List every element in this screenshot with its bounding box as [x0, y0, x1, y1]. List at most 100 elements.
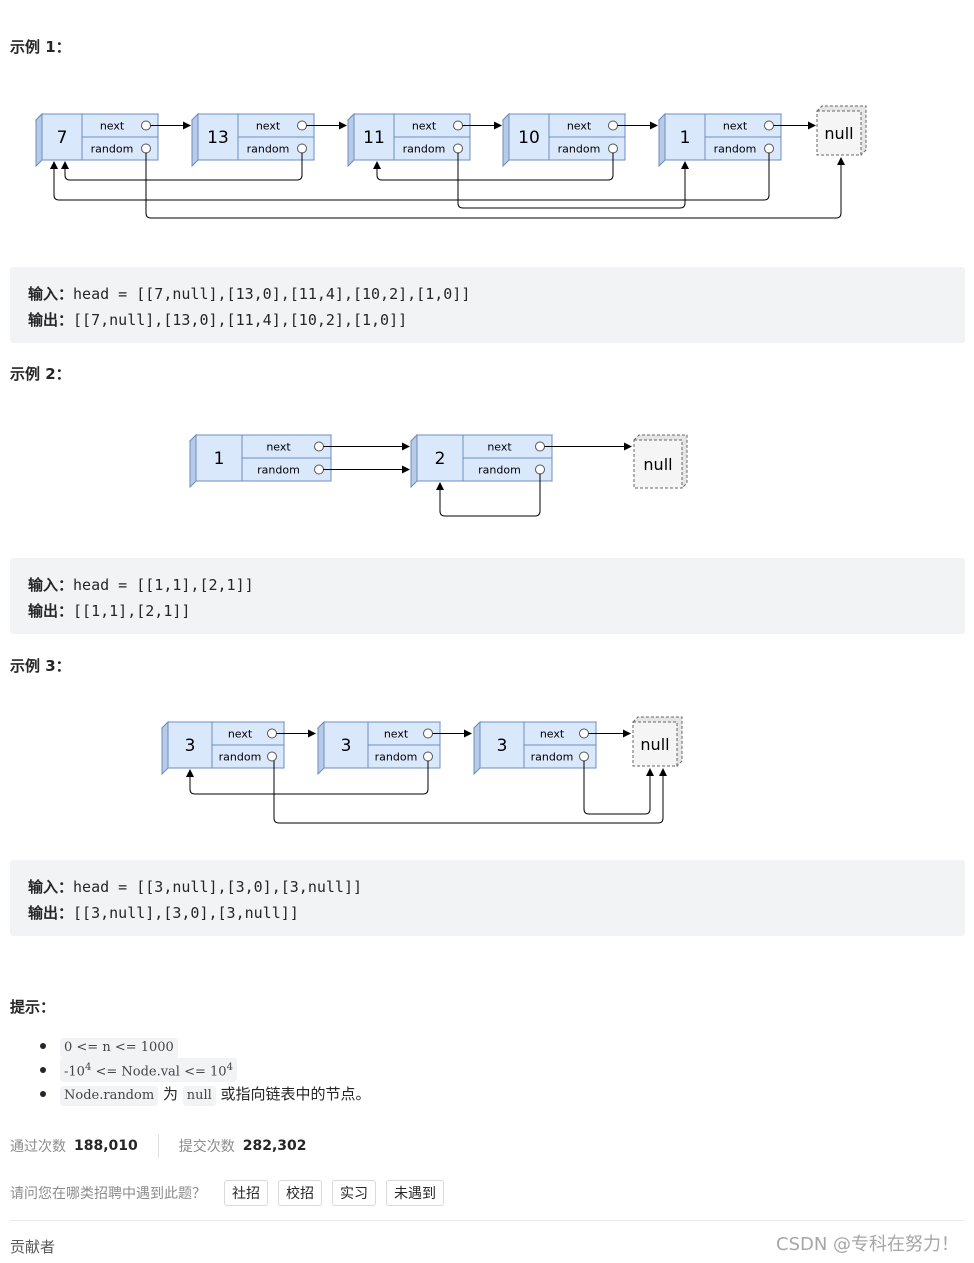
- ex2-random-label: random: [257, 464, 300, 477]
- section-divider: [10, 1220, 965, 1221]
- ex3-next-port: [579, 728, 589, 739]
- tag-internship-button[interactable]: 实习: [332, 1180, 376, 1206]
- ex3-null-box: [632, 721, 678, 767]
- ex1-next-label: next: [723, 120, 748, 133]
- ex2-node-side: [410, 433, 418, 489]
- ex1-random-label: random: [247, 143, 290, 156]
- ex1-random-label: random: [403, 143, 446, 156]
- ex1-random-arrow: [373, 152, 614, 181]
- accepted-label: 通过次数: [10, 1139, 66, 1155]
- tip-code: 0 <= n <= 1000: [60, 1038, 178, 1058]
- ex3-random-label: random: [219, 751, 262, 764]
- ex3-null-label: null: [640, 735, 669, 754]
- ex1-random-port: [453, 143, 463, 154]
- ex2-random-port: [535, 464, 545, 475]
- ex2-next-port: [535, 441, 545, 452]
- interview-source-question: 请问您在哪类招聘中遇到此题？ 社招 校招 实习 未遇到: [10, 1180, 454, 1206]
- tip-code: -104 <= Node.val <= 104: [60, 1058, 237, 1083]
- example-1-output: 输出：[[7,null],[13,0],[11,4],[10,2],[1,0]]: [28, 311, 408, 329]
- ex1-random-label: random: [91, 143, 134, 156]
- tip-code: Node.random: [60, 1086, 159, 1106]
- ex1-random-arrow: [61, 152, 303, 181]
- ex1-node-value: 1: [680, 128, 691, 148]
- ex3-next-label: next: [540, 728, 565, 741]
- example-3-code-block: 输入：head = [[3,null],[3,0],[3,null]] 输出：[…: [10, 860, 965, 936]
- ex1-random-arrow: [50, 152, 770, 201]
- ex2-random-arrow: [436, 473, 541, 517]
- ex1-node-side: [658, 112, 666, 168]
- ex1-next-port: [764, 120, 774, 131]
- ex1-node-side: [35, 112, 43, 168]
- ex1-next-label: next: [412, 120, 437, 133]
- example-1-code-block: 输入：head = [[7,null],[13,0],[11,4],[10,2]…: [10, 267, 965, 343]
- ex3-next-port: [267, 728, 277, 739]
- ex1-random-port: [608, 143, 618, 154]
- tips-title: 提示：: [10, 998, 56, 1016]
- ex2-random-label: random: [478, 464, 521, 477]
- ex3-node-side: [473, 720, 481, 776]
- submitted-label: 提交次数: [178, 1139, 235, 1155]
- example-3-input: 输入：head = [[3,null],[3,0],[3,null]]: [28, 878, 362, 896]
- ex1-node-side: [191, 112, 199, 168]
- ex1-next-port: [141, 120, 151, 131]
- ex2-node-side: [189, 433, 197, 489]
- ex1-random-label: random: [714, 143, 757, 156]
- tag-not-met-button[interactable]: 未遇到: [386, 1180, 444, 1206]
- ex1-next-label: next: [100, 120, 125, 133]
- ex1-random-label: random: [558, 143, 601, 156]
- ex3-random-arrow: [583, 760, 654, 815]
- ex3-next-port: [423, 728, 433, 739]
- example-2-output: 输出：[[1,1],[2,1]]: [28, 602, 191, 620]
- ex1-node-value: 11: [363, 128, 385, 148]
- ex1-next-port: [297, 120, 307, 131]
- ex2-node-value: 2: [435, 449, 446, 469]
- ex3-next-label: next: [384, 728, 409, 741]
- submission-stats: 通过次数 188,010 提交次数 282,302: [10, 1134, 307, 1158]
- ex2-next-label: next: [487, 441, 512, 454]
- ex1-null-box: [816, 110, 862, 156]
- ex1-null-label: null: [824, 124, 853, 143]
- ex1-random-port: [297, 143, 307, 154]
- example-2-input: 输入：head = [[1,1],[2,1]]: [28, 576, 254, 594]
- example-2-title: 示例 2：: [10, 365, 71, 383]
- ex3-random-arrow: [273, 760, 667, 824]
- ex3-random-label: random: [375, 751, 418, 764]
- submitted-value: 282,302: [242, 1138, 307, 1154]
- contributors-label: 贡献者: [10, 1238, 56, 1256]
- ex3-random-port: [423, 751, 433, 762]
- ex3-node-value: 3: [185, 736, 196, 756]
- tag-social-recruit-button[interactable]: 社招: [224, 1180, 268, 1206]
- ex3-next-label: next: [228, 728, 253, 741]
- accepted-value: 188,010: [74, 1138, 138, 1154]
- example-3-title: 示例 3：: [10, 657, 71, 675]
- ex1-node-value: 13: [207, 128, 229, 148]
- ex2-null-box: [633, 439, 683, 489]
- ex1-random-port: [141, 143, 151, 154]
- ex3-random-port: [579, 751, 589, 762]
- tag-campus-recruit-button[interactable]: 校招: [278, 1180, 322, 1206]
- ex1-node-side: [347, 112, 355, 168]
- csdn-watermark: CSDN @专科在努力！: [776, 1234, 960, 1255]
- example-1-input: 输入：head = [[7,null],[13,0],[11,4],[10,2]…: [28, 285, 471, 303]
- ex1-random-port: [764, 143, 774, 154]
- interview-question-text: 请问您在哪类招聘中遇到此题？: [10, 1186, 206, 1202]
- ex1-random-arrow: [457, 152, 689, 209]
- ex1-next-label: next: [567, 120, 592, 133]
- ex3-node-side: [161, 720, 169, 776]
- ex2-next-port: [314, 441, 324, 452]
- ex1-node-value: 7: [57, 128, 68, 148]
- ex1-random-arrow: [145, 152, 845, 219]
- tip-code: null: [182, 1086, 216, 1106]
- ex3-random-arrow: [186, 760, 429, 795]
- ex3-node-value: 3: [341, 736, 352, 756]
- ex3-random-port: [267, 751, 277, 762]
- ex3-node-value: 3: [497, 736, 508, 756]
- ex1-node-side: [502, 112, 510, 168]
- ex1-next-port: [608, 120, 618, 131]
- stats-divider: [157, 1134, 159, 1158]
- ex1-next-port: [453, 120, 463, 131]
- ex2-null-label: null: [643, 455, 672, 474]
- ex2-node-value: 1: [214, 449, 225, 469]
